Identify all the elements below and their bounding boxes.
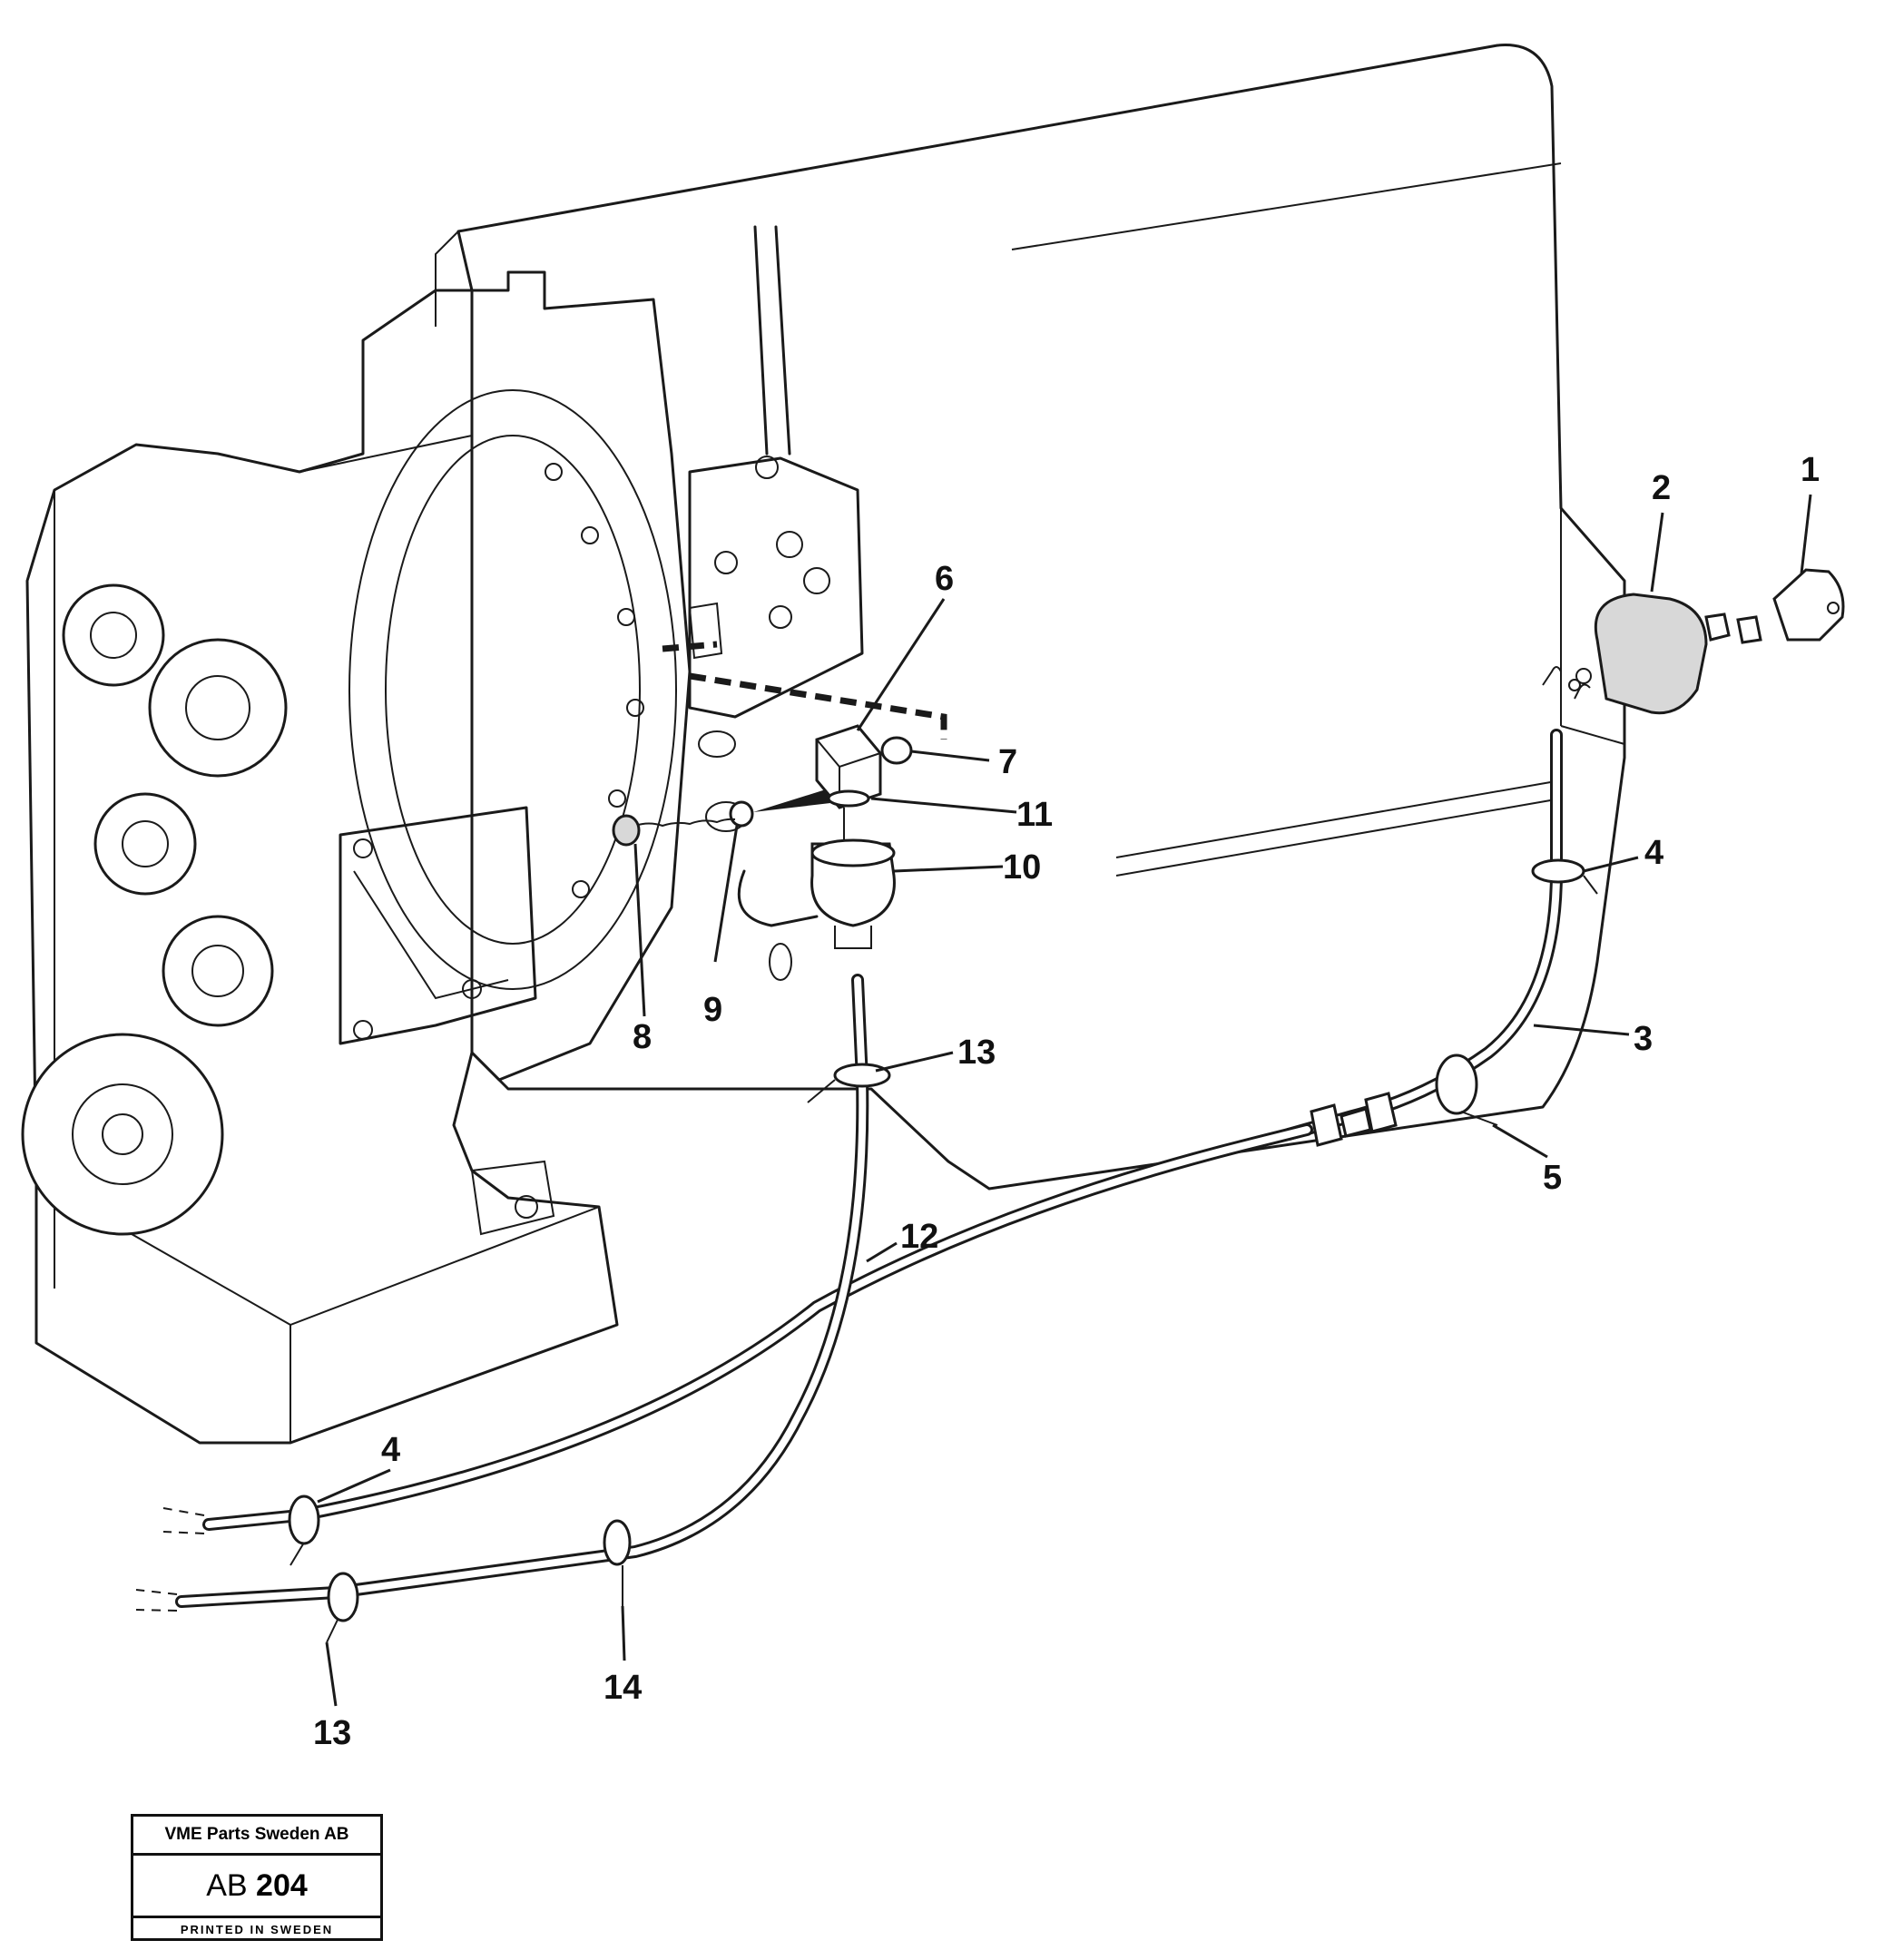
transmission-housing [435,44,1626,1191]
mounting-indication [662,641,947,740]
clamp-14 [603,1519,632,1566]
leader-lines [317,494,1812,1707]
hose-3 [1282,729,1563,1141]
callout-2: 2 [1652,469,1671,507]
callout-5: 5 [1543,1159,1562,1197]
plug [612,814,641,847]
callout-4-right: 4 [1644,834,1663,872]
pressure-switch [1594,593,1708,715]
callout-7: 7 [998,743,1017,781]
hose-main [202,1123,1313,1531]
callout-14: 14 [604,1669,642,1707]
valve-block [688,456,864,927]
callout-6: 6 [935,560,954,598]
converter-housing [21,270,692,1445]
clamp-4-left [288,1494,320,1545]
callout-11: 11 [1016,796,1053,834]
callout-labels: 1 2 3 4 5 6 7 8 9 10 11 12 13 4 13 14 [313,451,1820,1752]
callout-13-lower: 13 [313,1714,351,1752]
callout-9: 9 [703,991,722,1029]
stamp-code-number: 204 [256,1868,308,1903]
callout-8: 8 [633,1018,652,1056]
clamp-4-right [1531,858,1585,884]
stamp-code: AB 204 [133,1856,380,1916]
stamp-printed: PRINTED IN SWEDEN [133,1916,380,1944]
sealing-washer [827,789,870,808]
o-ring [880,736,913,765]
hose-12 [175,974,869,1608]
clamp-13-upper [833,1063,891,1088]
washer [729,800,754,828]
publication-stamp: VME Parts Sweden AB AB 204 PRINTED IN SW… [131,1814,383,1941]
callout-12: 12 [900,1218,938,1256]
callout-1: 1 [1801,451,1820,489]
callout-4-left: 4 [381,1431,400,1469]
callout-13-upper: 13 [957,1034,996,1072]
clamp-13-lower [327,1572,359,1622]
callout-10: 10 [1003,848,1041,887]
callout-3: 3 [1634,1020,1653,1058]
junction-block [815,724,882,809]
clamp-5 [1435,1054,1478,1115]
clamps [288,858,1598,1643]
sensor-assembly [612,568,1845,981]
cable-connector [1772,568,1845,642]
hoses [135,729,1563,1612]
stamp-code-prefix: AB [206,1868,248,1903]
stamp-company: VME Parts Sweden AB [133,1817,380,1856]
